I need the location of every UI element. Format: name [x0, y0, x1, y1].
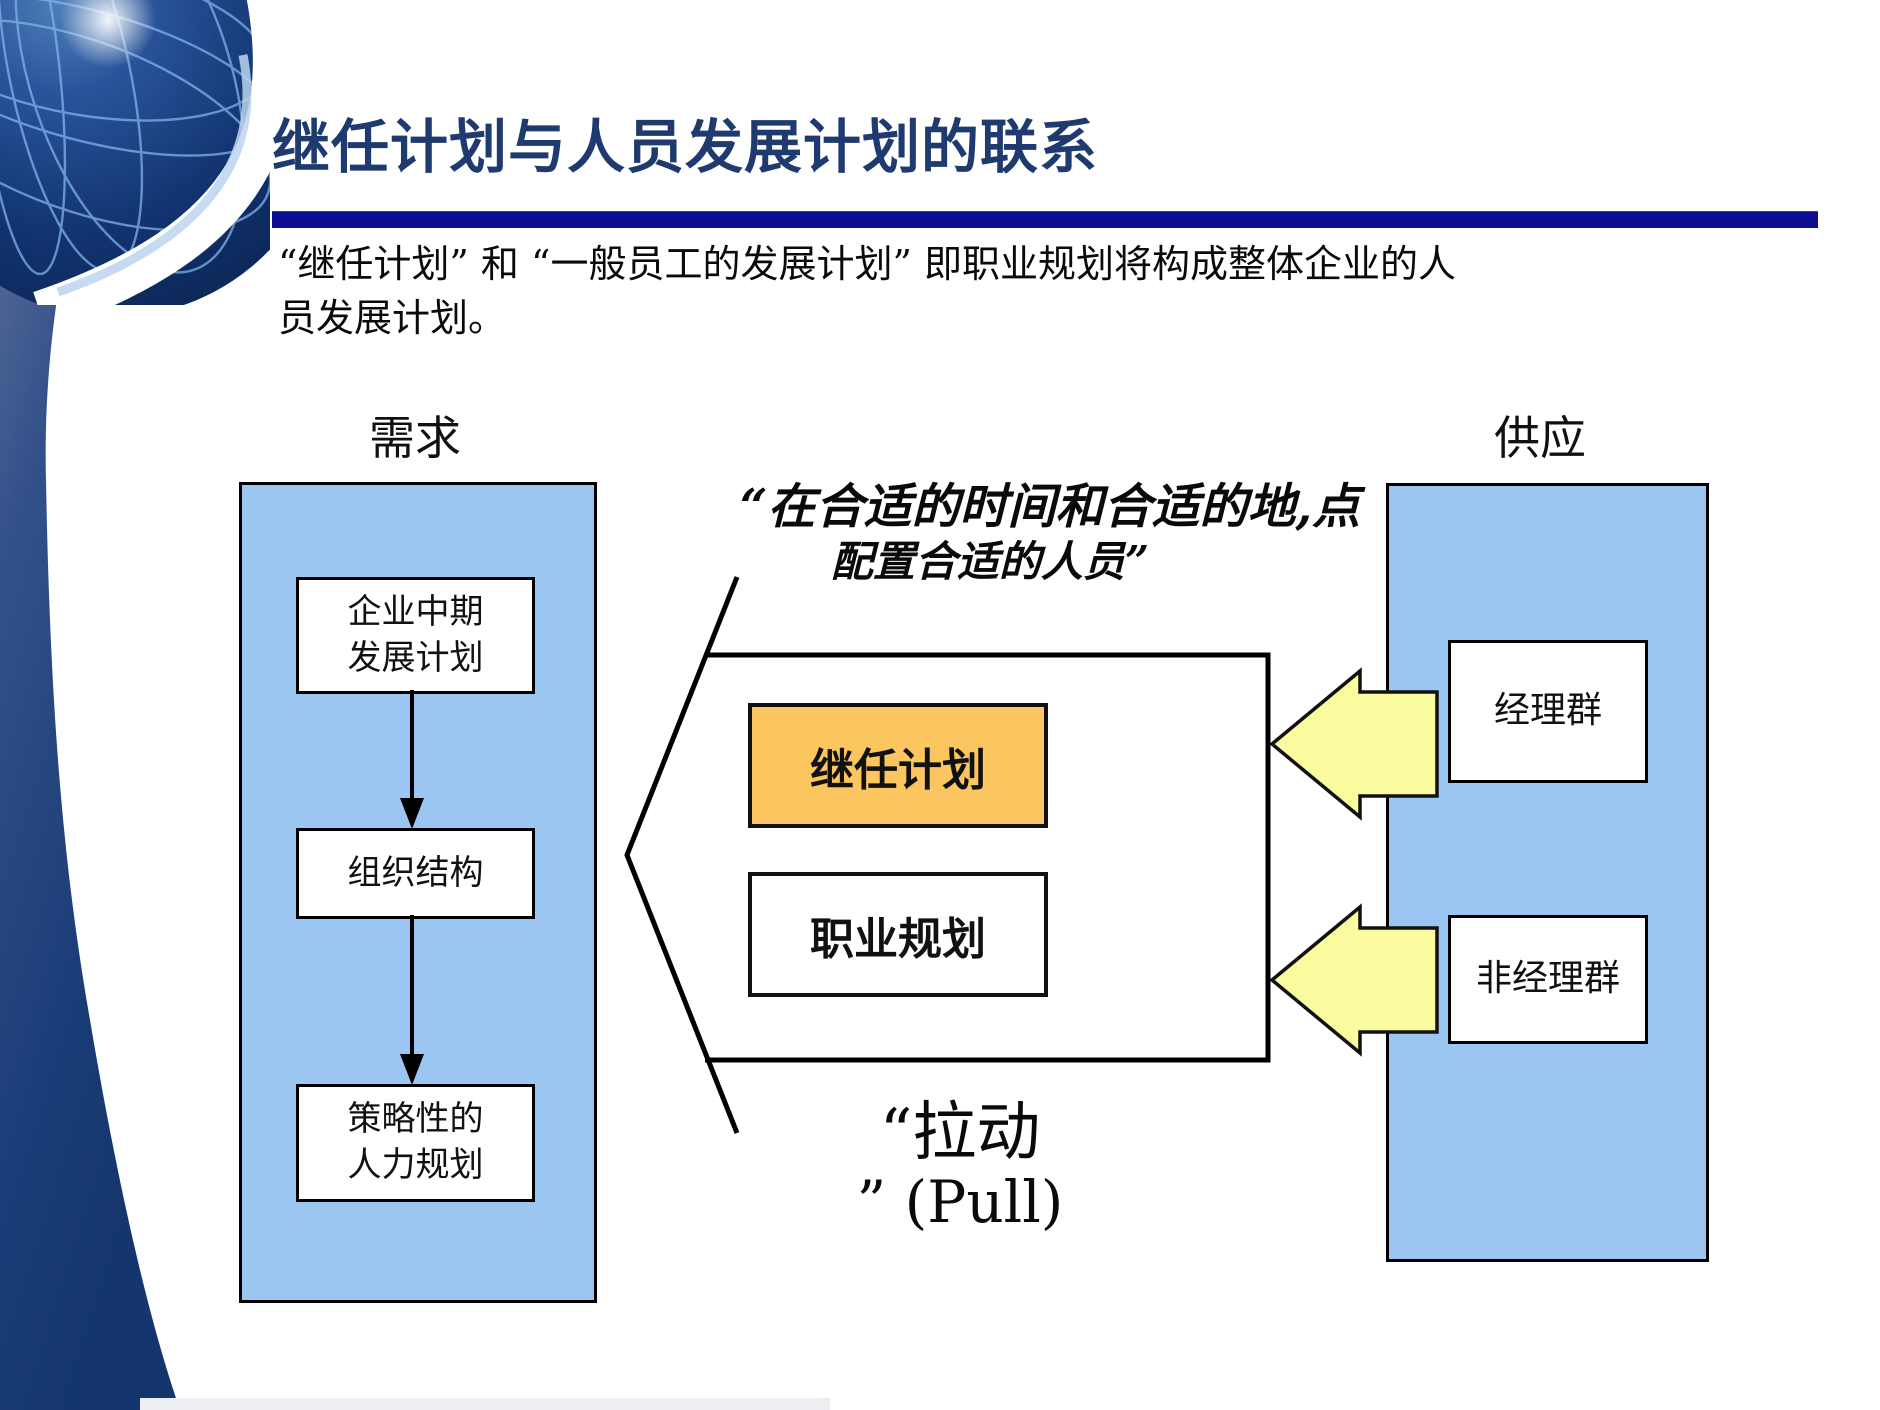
career-plan-label: 职业规划: [810, 913, 986, 965]
intro-line-2: 员发展计划。: [278, 295, 507, 340]
succession-plan-box: 继任计划: [748, 703, 1048, 828]
supply-label: 供应: [1494, 411, 1586, 465]
succession-plan-label: 继任计划: [810, 744, 986, 796]
supply-box-non-managers-line1: 非经理群: [1475, 958, 1620, 1000]
pull-caption: “拉动 ” (Pull): [700, 1098, 1220, 1238]
pull-line-2: ” (Pull): [856, 1168, 1064, 1237]
demand-box-org-structure: 组织结构: [296, 828, 535, 919]
big-left-arrow-head: [624, 576, 740, 1134]
globe-flare: [60, 0, 156, 68]
slide-title: 继任计划与人员发展计划的联系: [272, 113, 1099, 181]
demand-box-midterm-plan: 企业中期 发展计划: [296, 577, 535, 694]
demand-label: 需求: [369, 411, 461, 465]
supply-panel: [1386, 483, 1709, 1262]
quote-line-1: “在合适的时间和合适的地,点: [739, 479, 1361, 535]
globe-wireframe: [0, 0, 270, 305]
demand-box-org-line1: 组织结构: [347, 852, 484, 893]
title-underline: [272, 211, 1818, 228]
quote-line-2: 配置合适的人员”: [830, 537, 1150, 587]
supply-box-managers: 经理群: [1448, 640, 1648, 783]
bottom-strip-divider: [140, 1398, 830, 1410]
supply-box-non-managers: 非经理群: [1448, 915, 1648, 1044]
globe-swoosh-highlight: [56, 54, 252, 297]
quote-text: “在合适的时间和合适的地,点 配置合适的人员”: [600, 479, 1500, 590]
supply-box-managers-line1: 经理群: [1493, 690, 1602, 732]
intro-line-1: “继任计划” 和 “一般员工的发展计划” 即职业规划将构成整体企业的人: [278, 242, 1456, 286]
side-band-graphic: [0, 0, 180, 1410]
globe-image: [0, 0, 270, 305]
demand-box-midterm-line1: 企业中期: [347, 591, 484, 632]
demand-box-strategic-line2: 人力规划: [347, 1145, 484, 1185]
demand-box-strategic-line1: 策略性的: [347, 1099, 484, 1140]
side-band-shape: [0, 0, 180, 1410]
demand-box-strategic-hr: 策略性的 人力规划: [296, 1084, 535, 1202]
pull-line-1: “拉动: [879, 1096, 1041, 1170]
globe-swoosh: [33, 0, 270, 305]
demand-box-midterm-line2: 发展计划: [347, 637, 484, 678]
intro-text: “继任计划” 和 “一般员工的发展计划” 即职业规划将构成整体企业的人 员发展计…: [278, 238, 1568, 346]
career-plan-box: 职业规划: [748, 872, 1048, 997]
